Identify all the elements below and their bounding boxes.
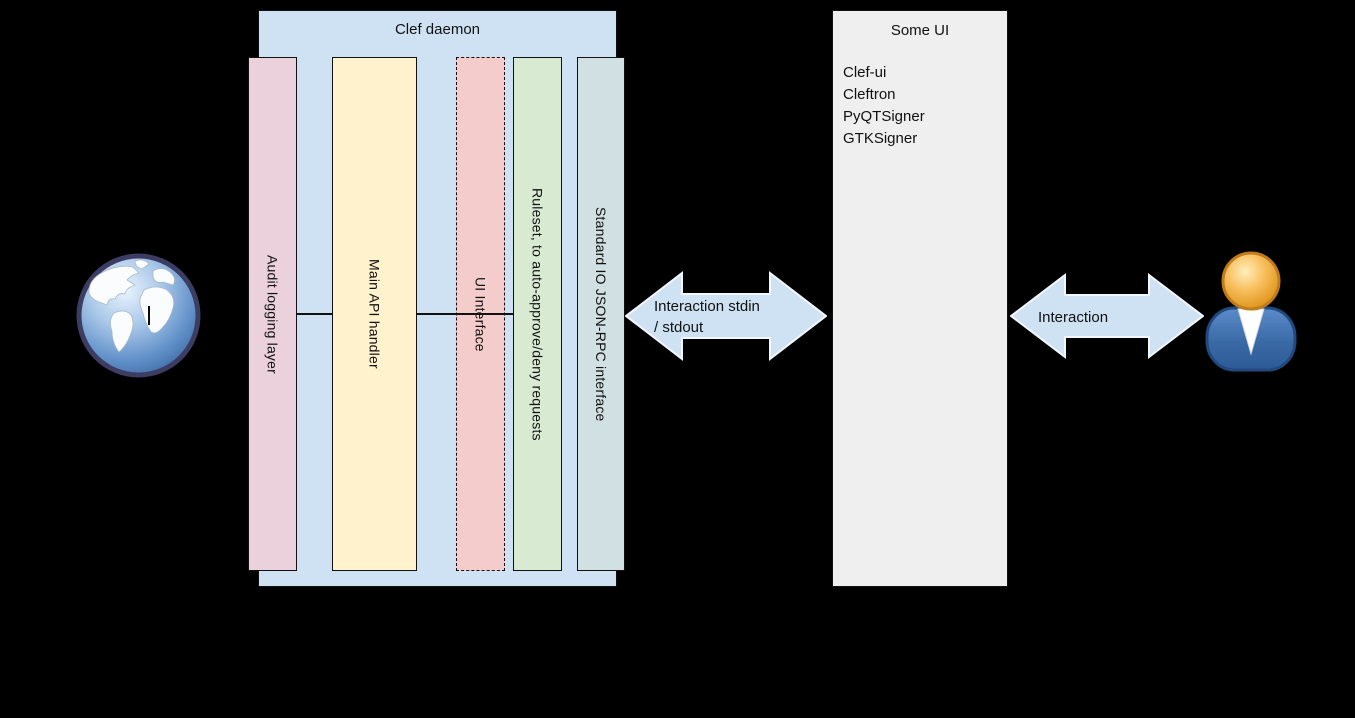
- some-ui-item: GTKSigner: [843, 130, 918, 147]
- daemon-ui-arrow-label: Interaction stdin / stdout: [654, 298, 760, 336]
- some-ui-title: Some UI: [890, 22, 950, 39]
- clef-daemon-title: Clef daemon: [394, 21, 481, 38]
- layer-label: Ruleset, to auto-approve/deny requests: [529, 187, 546, 441]
- layer-ruleset: Ruleset, to auto-approve/deny requests: [513, 57, 562, 571]
- clef-daemon-box: [258, 10, 617, 587]
- layer-stdio-jsonrpc: Standard IO JSON-RPC interface: [577, 57, 625, 571]
- some-ui-item: PyQTSigner: [843, 108, 925, 125]
- some-ui-list: Clef-ui Cleftron PyQTSigner GTKSigner: [843, 62, 925, 150]
- layer-label: Audit logging layer: [264, 254, 281, 374]
- globe-icon: [76, 253, 201, 378]
- connector-line-api-ruleset: [416, 313, 514, 315]
- person-icon: [1205, 251, 1297, 372]
- some-ui-item: Clef-ui: [843, 64, 887, 81]
- some-ui-box: [832, 10, 1008, 587]
- connector-line-audit-api: [296, 313, 333, 315]
- layer-audit-logging: Audit logging layer: [248, 57, 297, 571]
- layer-label: Standard IO JSON-RPC interface: [593, 206, 609, 422]
- daemon-ui-arrow-icon: [625, 270, 827, 362]
- ui-user-arrow-icon: [1010, 272, 1204, 360]
- layer-label: Main API handler: [366, 259, 383, 369]
- layer-main-api-handler: Main API handler: [332, 57, 417, 571]
- some-ui-item: Cleftron: [843, 86, 896, 103]
- ui-user-arrow-label: Interaction: [1038, 309, 1109, 326]
- globe-marker-line: [148, 306, 150, 325]
